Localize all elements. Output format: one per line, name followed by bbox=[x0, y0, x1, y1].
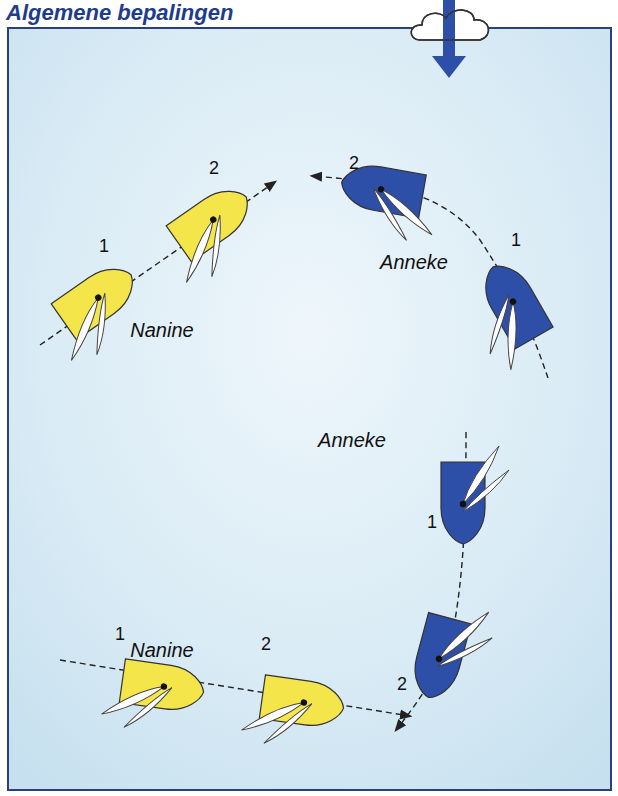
position-number: 2 bbox=[209, 159, 219, 177]
sailboat bbox=[153, 179, 272, 291]
page-title: Algemene bepalingen bbox=[6, 2, 233, 24]
sailboat bbox=[334, 161, 442, 245]
position-number: 2 bbox=[349, 154, 359, 172]
position-number: 1 bbox=[511, 231, 521, 249]
boat-name: Anneke bbox=[380, 252, 448, 272]
boat-name: Nanine bbox=[130, 640, 193, 660]
sailboat bbox=[441, 446, 509, 544]
sailboat bbox=[240, 673, 347, 754]
position-number: 1 bbox=[427, 513, 437, 531]
sailboat bbox=[100, 657, 207, 738]
position-number: 1 bbox=[115, 625, 125, 643]
sailboat bbox=[453, 256, 561, 375]
position-number: 2 bbox=[397, 675, 407, 693]
track-lines bbox=[40, 176, 548, 730]
boat-name: Anneke bbox=[318, 430, 386, 450]
water-panel bbox=[8, 28, 611, 790]
sailboat bbox=[407, 597, 498, 709]
wind-indicator bbox=[411, 0, 488, 78]
boat-name: Nanine bbox=[130, 320, 193, 340]
sailboat bbox=[38, 257, 157, 369]
position-number: 2 bbox=[261, 635, 271, 653]
position-number: 1 bbox=[99, 237, 109, 255]
